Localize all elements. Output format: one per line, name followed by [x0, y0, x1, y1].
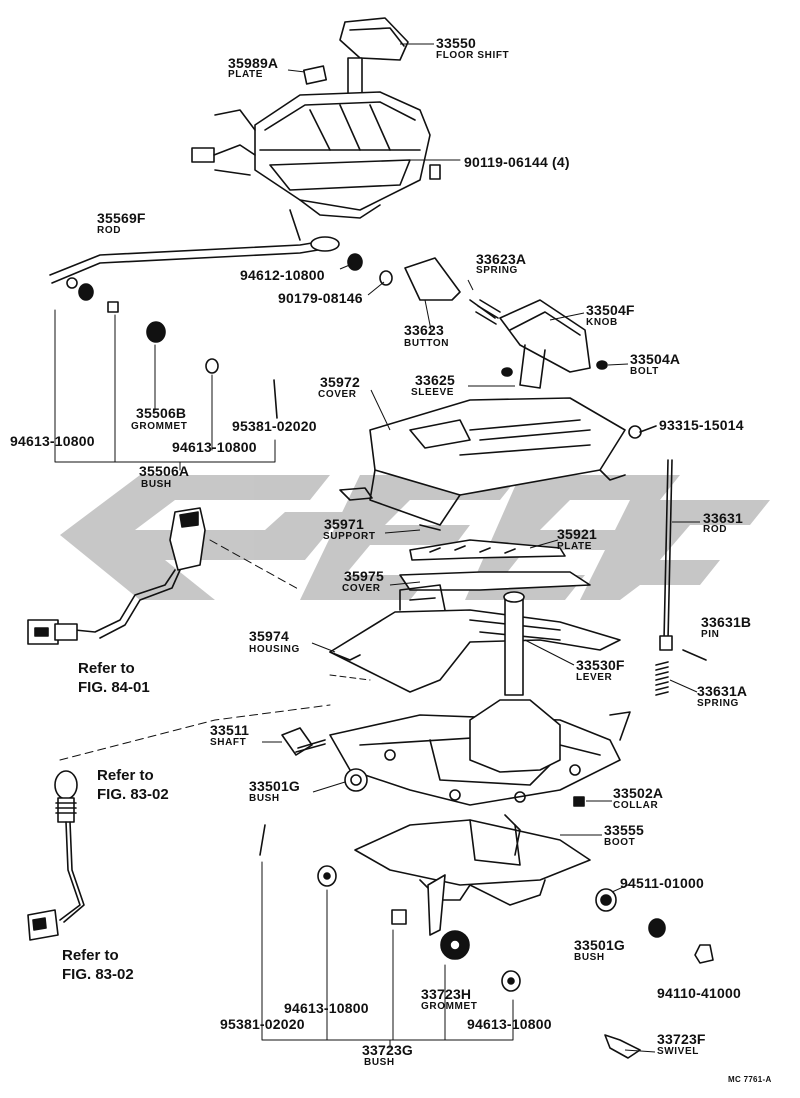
- label-33625-number: 33625: [415, 372, 455, 388]
- label-33723H-number: 33723H: [421, 986, 472, 1002]
- label-33723G-name: BUSH: [364, 1057, 395, 1068]
- label-35506A-name: BUSH: [141, 479, 172, 490]
- label-35971-number: 35971: [324, 516, 364, 532]
- label-94511-number: 94511-01000: [620, 875, 704, 891]
- label-94110-number: 94110-41000: [657, 985, 741, 1001]
- refer-fig-84-01-line2: FIG. 84-01: [78, 679, 150, 696]
- label-33631A-name: SPRING: [697, 698, 739, 709]
- label-33504F-number: 33504F: [586, 302, 635, 318]
- label-33501G-b-name: BUSH: [574, 952, 605, 963]
- label-35921-name: PLATE: [557, 541, 593, 552]
- label-33502A-name: COLLAR: [613, 800, 659, 811]
- label-33501G-b-number: 33501G: [574, 937, 626, 953]
- label-35975-number: 35975: [344, 568, 384, 584]
- label-90179-number: 90179-08146: [278, 290, 363, 306]
- label-35974-name: HOUSING: [249, 644, 300, 655]
- label-33623-number: 33623: [404, 322, 444, 338]
- label-94613-a-number: 94613-10800: [10, 433, 95, 449]
- refer-fig-84-01-line1: Refer to: [78, 660, 135, 677]
- label-33623A-number: 33623A: [476, 251, 527, 267]
- label-33550-name: FLOOR SHIFT: [436, 50, 510, 61]
- label-33511-number: 33511: [210, 722, 250, 738]
- label-33530F-name: LEVER: [576, 672, 613, 683]
- callout-lines: [262, 43, 700, 1053]
- label-35972-number: 35972: [320, 374, 360, 390]
- label-35569F-number: 35569F: [97, 210, 146, 226]
- label-33723H-name: GROMMET: [421, 1001, 478, 1012]
- label-33625-name: SLEEVE: [411, 387, 455, 398]
- label-33631B-name: PIN: [701, 629, 720, 640]
- refer-fig-83-02-b-line1: Refer to: [62, 947, 119, 964]
- label-33504A-name: BOLT: [630, 366, 659, 377]
- label-33623-name: BUTTON: [404, 338, 450, 349]
- label-33550-number: 33550: [436, 35, 476, 51]
- label-35921-number: 35921: [557, 526, 597, 542]
- label-35971-name: SUPPORT: [323, 531, 376, 542]
- label-33504F-name: KNOB: [586, 317, 618, 328]
- label-33723F-number: 33723F: [657, 1031, 706, 1047]
- label-95381-a-number: 95381-02020: [232, 418, 317, 434]
- refer-fig-83-02-a-line1: Refer to: [97, 767, 154, 784]
- label-33555-name: BOOT: [604, 837, 636, 848]
- label-33631B-number: 33631B: [701, 614, 752, 630]
- label-33555-number: 33555: [604, 822, 644, 838]
- refer-fig-83-02-a-line2: FIG. 83-02: [97, 786, 169, 803]
- label-33723F-name: SWIVEL: [657, 1046, 699, 1057]
- label-90119-number: 90119-06144 (4): [464, 154, 570, 170]
- label-33501G-a-name: BUSH: [249, 793, 280, 804]
- label-94613-b-number: 94613-10800: [172, 439, 257, 455]
- label-33530F-number: 33530F: [576, 657, 625, 673]
- label-35989A-number: 35989A: [228, 55, 279, 71]
- label-33504A-number: 33504A: [630, 351, 681, 367]
- label-33511-name: SHAFT: [210, 737, 247, 748]
- refer-fig-83-02-b-line2: FIG. 83-02: [62, 966, 134, 983]
- drawing-code: MC 7761-A: [728, 1075, 772, 1084]
- label-33631-number: 33631: [703, 510, 743, 526]
- label-93315-number: 93315-15014: [659, 417, 744, 433]
- label-33723G-number: 33723G: [362, 1042, 414, 1058]
- label-35972-name: COVER: [318, 389, 357, 400]
- label-94612-number: 94612-10800: [240, 267, 325, 283]
- label-33631-name: ROD: [703, 524, 728, 535]
- label-35506A-number: 35506A: [139, 463, 190, 479]
- label-33501G-a-number: 33501G: [249, 778, 301, 794]
- label-35506B-number: 35506B: [136, 405, 187, 421]
- label-35975-name: COVER: [342, 583, 381, 594]
- label-35506B-name: GROMMET: [131, 421, 188, 432]
- drawing: [27, 17, 714, 1059]
- label-94613-d-number: 94613-10800: [467, 1016, 552, 1032]
- label-94613-c-number: 94613-10800: [284, 1000, 369, 1016]
- label-35569F-name: ROD: [97, 225, 122, 236]
- label-35974-number: 35974: [249, 628, 289, 644]
- label-95381-b-number: 95381-02020: [220, 1016, 305, 1032]
- label-33623A-name: SPRING: [476, 265, 518, 276]
- label-33631A-number: 33631A: [697, 683, 748, 699]
- label-33502A-number: 33502A: [613, 785, 664, 801]
- label-35989A-name: PLATE: [228, 69, 264, 80]
